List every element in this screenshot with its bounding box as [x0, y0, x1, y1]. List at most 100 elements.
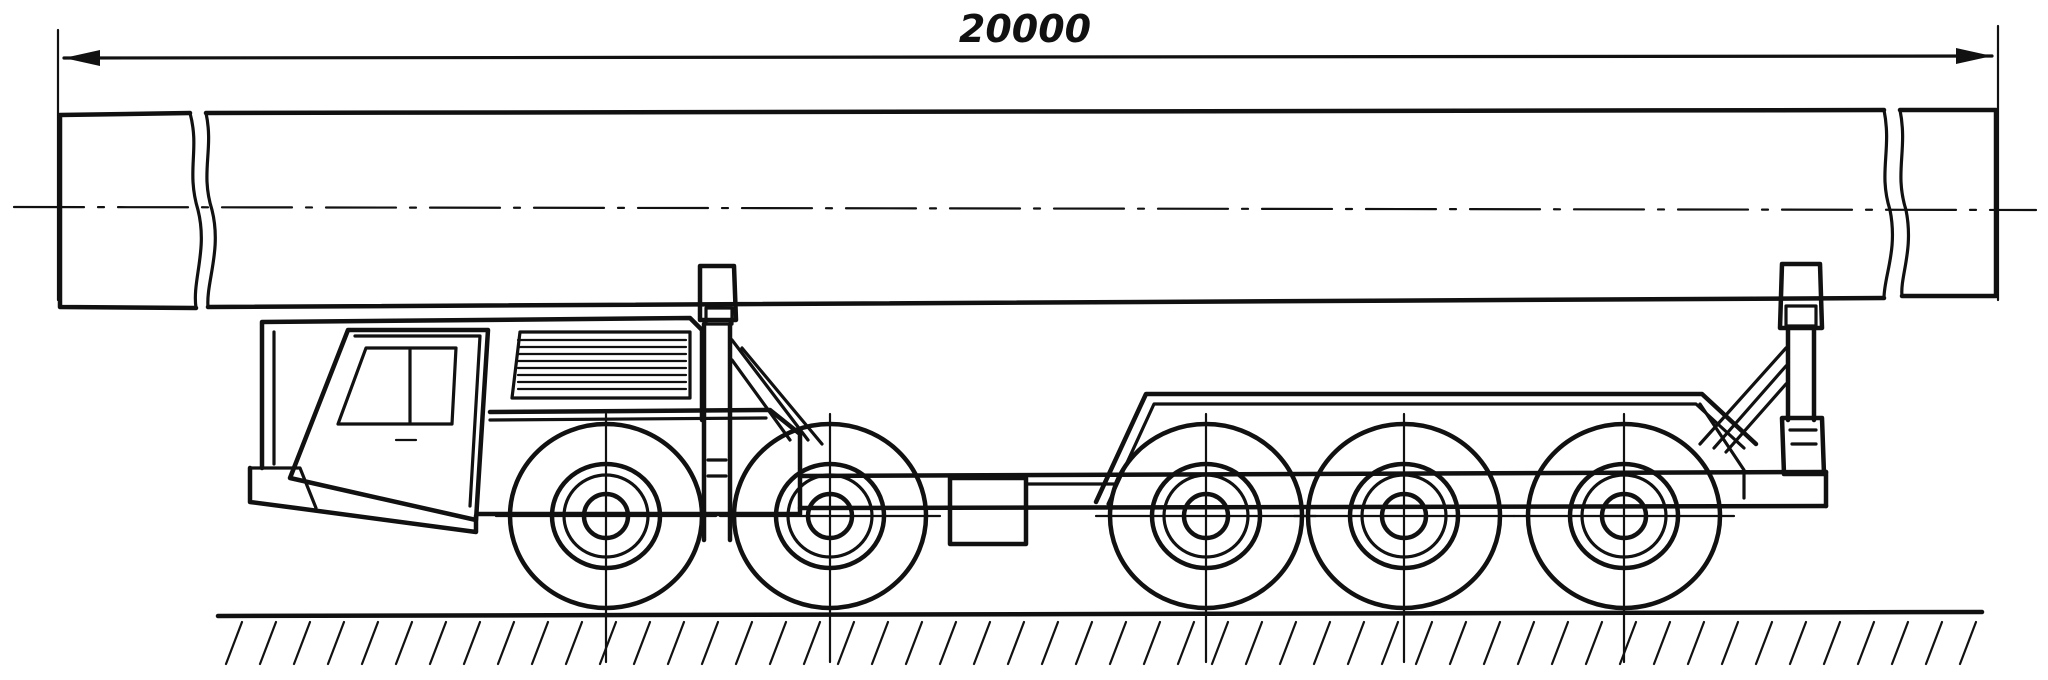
hatch-stroke [632, 620, 652, 666]
cab-door-inner [353, 334, 482, 508]
rear-support-base [1779, 415, 1827, 477]
ground [215, 609, 1985, 666]
cargo-pipe [12, 107, 2038, 311]
rear-support-rings [1788, 428, 1818, 446]
hatch-stroke [1040, 620, 1060, 666]
pipe-centerline [12, 205, 2038, 212]
hatch-stroke [224, 620, 244, 666]
hatch-stroke [1686, 620, 1706, 666]
hatch-stroke [598, 620, 618, 666]
bumper-bracket [248, 466, 318, 510]
hatch-stroke [1788, 620, 1808, 666]
rear-deck-inner [1106, 402, 1746, 506]
hatch-stroke [530, 620, 550, 666]
truck [247, 261, 1829, 547]
wheel [718, 412, 942, 664]
engine-grille [510, 330, 692, 400]
front-support-head [697, 263, 739, 323]
front-support-post [701, 321, 733, 543]
front-bumper [247, 465, 479, 535]
hatch-stroke [1924, 620, 1944, 666]
dimension-arrow-line [62, 54, 1994, 60]
pipe-break-left-a [188, 111, 203, 310]
hatch-stroke [394, 620, 414, 666]
front-chassis [475, 407, 803, 517]
hatch-stroke [1822, 620, 1842, 666]
dimension-arrowhead-right [1956, 48, 1992, 64]
hatch-stroke [666, 620, 686, 666]
hatch-stroke [734, 620, 754, 666]
grille-louvres [516, 338, 688, 391]
ground-line [215, 609, 1985, 619]
hatch-stroke [1380, 620, 1400, 666]
dimension-line: 20000 [56, 7, 2000, 302]
rear-support-post [1785, 327, 1817, 423]
hatch-stroke [258, 620, 278, 666]
hatch-stroke [1618, 620, 1638, 666]
hatch-stroke [1958, 620, 1978, 666]
hatch-stroke [1244, 620, 1264, 666]
cab-window [336, 346, 458, 426]
hatch-stroke [1278, 620, 1298, 666]
hatch-stroke [360, 620, 380, 666]
hatch-stroke [1006, 620, 1026, 666]
hatch-stroke [1720, 620, 1740, 666]
rear-support-head [1777, 261, 1825, 331]
hatch-stroke [1414, 620, 1434, 666]
hatch-stroke [972, 620, 992, 666]
front-chassis-inner [488, 416, 768, 422]
pipe-break-right-b [1898, 108, 1911, 298]
chassis-junction-box [947, 475, 1029, 547]
hatch-stroke [836, 620, 856, 666]
hatch-stroke [1550, 620, 1570, 666]
pipe-break-left-b [204, 111, 217, 309]
wheel [1094, 412, 1318, 664]
pipe-main-body [203, 107, 1887, 310]
wheel [1512, 412, 1736, 664]
front-support-clamp [704, 306, 734, 326]
hatch-stroke [768, 620, 788, 666]
hatch-stroke [1210, 620, 1230, 666]
rear-support-clamp [1784, 304, 1818, 328]
hatch-stroke [462, 620, 482, 666]
hatch-stroke [938, 620, 958, 666]
pipe-break-right-a [1882, 108, 1895, 300]
hatch-stroke [1142, 620, 1162, 666]
front-support-rings [706, 458, 728, 478]
wheels [494, 412, 1736, 664]
pipe-right-stub [1897, 107, 1999, 299]
hatch-stroke [1584, 620, 1604, 666]
wheel [494, 412, 718, 664]
hatch-stroke [1754, 620, 1774, 666]
hatch-stroke [870, 620, 890, 666]
hatch-stroke [1346, 620, 1366, 666]
dimension-arrowhead-left [64, 50, 100, 66]
hatch-stroke [564, 620, 584, 666]
hatch-stroke [904, 620, 924, 666]
ground-hatching [224, 620, 1978, 666]
hatch-stroke [1312, 620, 1332, 666]
rear-bracing [1698, 346, 1788, 454]
hatch-stroke [326, 620, 346, 666]
cab-door [287, 327, 491, 523]
hatch-stroke [428, 620, 448, 666]
hatch-stroke [496, 620, 516, 666]
hatch-stroke [1890, 620, 1910, 666]
hatch-stroke [1652, 620, 1672, 666]
hatch-stroke [802, 620, 822, 666]
dimension-label: 20000 [959, 7, 1091, 51]
hatch-stroke [1448, 620, 1468, 666]
hatch-stroke [1176, 620, 1196, 666]
hatch-stroke [1516, 620, 1536, 666]
rear-deck [1093, 391, 1759, 505]
hatch-stroke [1108, 620, 1128, 666]
pipe-left-stub [57, 110, 199, 311]
hatch-stroke [292, 620, 312, 666]
hatch-stroke [1074, 620, 1094, 666]
hatch-stroke [1856, 620, 1876, 666]
hatch-stroke [700, 620, 720, 666]
hatch-stroke [1482, 620, 1502, 666]
wheel [1292, 412, 1516, 664]
